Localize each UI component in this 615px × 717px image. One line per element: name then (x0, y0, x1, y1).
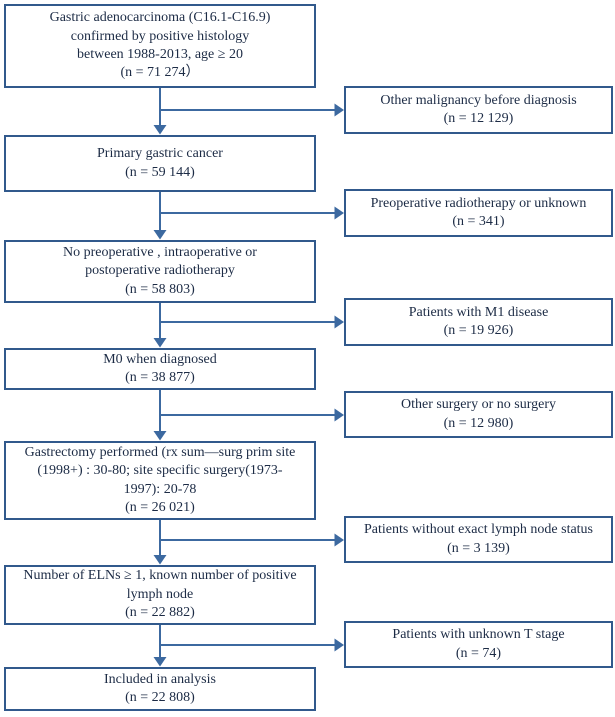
connector-6 (153, 625, 344, 667)
arrowhead-right (334, 533, 344, 547)
flow-box-text: Number of ELNs ≥ 1, known number of posi… (23, 568, 297, 621)
exclusion-box-m1-disease: Patients with M1 disease (n = 19 926) (344, 298, 613, 346)
arrowhead-right (334, 315, 344, 329)
arrowhead-right (334, 103, 344, 117)
exclusion-box-other-malignancy: Other malignancy before diagnosis (n = 1… (344, 86, 613, 134)
flow-box-m0-diagnosed: M0 when diagnosed (n = 38 877) (4, 348, 316, 390)
exclusion-box-unknown-t-stage: Patients with unknown T stage (n = 74) (344, 621, 613, 668)
exclusion-box-preop-radiotherapy: Preoperative radiotherapy or unknown (n … (344, 189, 613, 237)
exclusion-box-other-or-no-surgery: Other surgery or no surgery (n = 12 980) (344, 391, 613, 438)
exclusion-box-text: Patients with M1 disease (n = 19 926) (408, 304, 549, 338)
connector-5 (153, 520, 344, 565)
exclusion-box-text: Preoperative radiotherapy or unknown (n … (370, 195, 587, 229)
arrowhead-right (334, 206, 344, 220)
flow-box-text: Included in analysis (n = 22 808) (104, 671, 216, 705)
flow-box-text: Primary gastric cancer (n = 59 144) (97, 146, 223, 180)
flow-box-primary-gastric-cancer: Primary gastric cancer (n = 59 144) (4, 135, 316, 192)
arrowhead-down (153, 125, 167, 135)
flow-box-text: M0 when diagnosed (n = 38 877) (103, 351, 217, 385)
connector-2 (153, 192, 344, 240)
exclusion-box-no-lymph-node-status: Patients without exact lymph node status… (344, 516, 613, 563)
flow-box-text: No preoperative , intraoperative or post… (63, 244, 257, 297)
flow-box-included-in-analysis: Included in analysis (n = 22 808) (4, 667, 316, 711)
flow-box-elns-known: Number of ELNs ≥ 1, known number of posi… (4, 565, 316, 625)
flow-box-text: Gastric adenocarcinoma (C16.1-C16.9) con… (49, 10, 271, 81)
flow-box-gastrectomy-performed: Gastrectomy performed (rx sum—surg prim … (4, 441, 316, 520)
connector-1 (153, 88, 344, 135)
arrowhead-right (334, 408, 344, 422)
exclusion-box-text: Patients without exact lymph node status… (363, 522, 594, 556)
flow-box-no-radiotherapy: No preoperative , intraoperative or post… (4, 240, 316, 303)
exclusion-box-text: Patients with unknown T stage (n = 74) (392, 627, 565, 661)
exclusion-box-text: Other malignancy before diagnosis (n = 1… (380, 92, 577, 126)
flow-box-eligible-cohort: Gastric adenocarcinoma (C16.1-C16.9) con… (4, 4, 316, 88)
connector-4 (153, 390, 344, 441)
exclusion-box-text: Other surgery or no surgery (n = 12 980) (400, 397, 556, 431)
connector-3 (153, 303, 344, 348)
arrowhead-down (153, 555, 167, 565)
arrowhead-down (153, 657, 167, 667)
arrowhead-down (153, 338, 167, 348)
arrowhead-down (153, 230, 167, 240)
arrowhead-down (153, 431, 167, 441)
flow-box-text: Gastrectomy performed (rx sum—surg prim … (24, 444, 296, 515)
arrowhead-right (334, 638, 344, 652)
